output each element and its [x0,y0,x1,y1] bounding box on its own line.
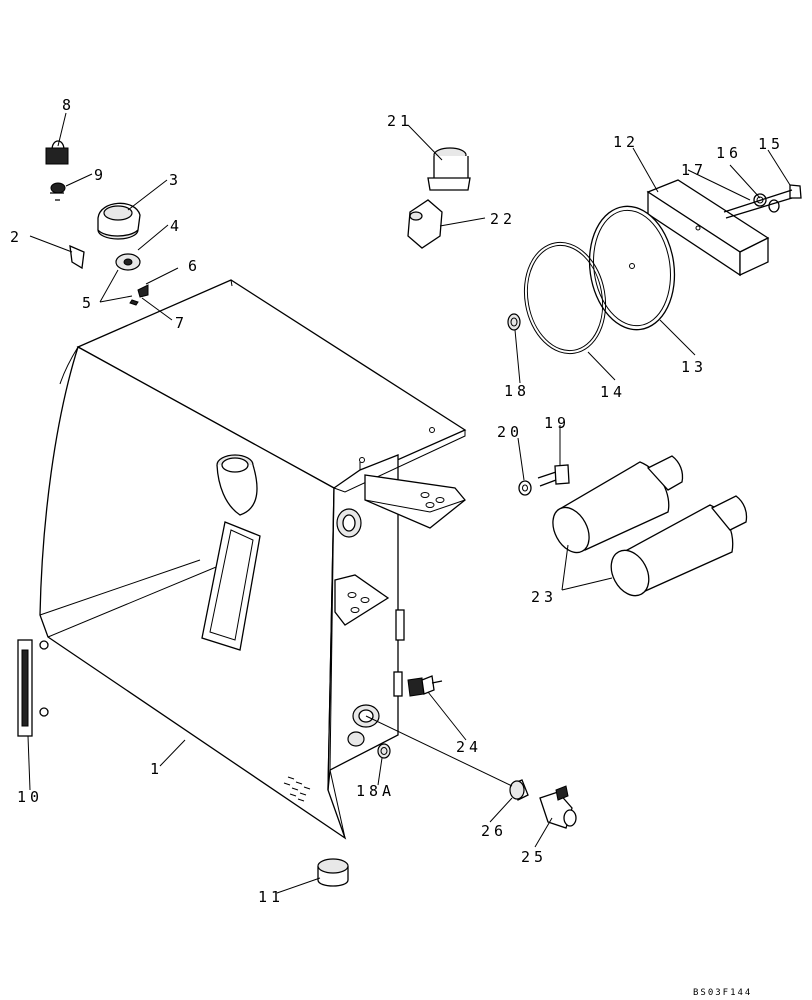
hasp [69,244,85,270]
sight-gauge [17,639,49,737]
label-13: 13 [681,358,707,376]
bolt-19 [537,464,570,487]
key [50,182,66,201]
washer-20 [518,480,532,496]
label-15: 15 [758,135,784,153]
cover-plate [588,205,676,331]
label-22: 22 [490,210,516,228]
fitting-18 [507,313,521,331]
hydraulic-tank [39,279,467,840]
label-6: 6 [188,257,201,275]
label-21: 21 [387,112,413,130]
label-18a: 18A [356,782,395,800]
label-23: 23 [531,588,557,606]
filter-elements [552,455,748,597]
label-12: 12 [613,133,639,151]
gasket-ring [523,241,607,355]
fitting-18a [377,743,391,759]
label-25: 25 [521,848,547,866]
plug-11 [317,858,349,887]
leader-lines [27,112,791,894]
label-7: 7 [175,314,188,332]
label-8: 8 [62,96,75,114]
gasket-4 [115,253,141,271]
label-24: 24 [456,738,482,756]
bolt-washers [723,184,802,219]
label-17: 17 [681,161,707,179]
label-2: 2 [10,228,23,246]
screw-6-7 [129,284,149,306]
label-18: 18 [504,382,530,400]
vent-pattern [283,776,311,802]
label-9: 9 [94,166,107,184]
cover-bar [646,179,770,277]
filler-cap [97,202,141,240]
temperature-sensor [407,675,443,697]
breather-adapter [407,199,443,249]
label-4: 4 [170,217,183,235]
fitting-26 [509,779,529,801]
label-19: 19 [544,414,570,432]
callout-labels: 8 9 3 2 4 6 5 7 10 1 11 21 22 12 17 16 1… [10,96,784,998]
label-20: 20 [497,423,523,441]
label-14: 14 [600,383,626,401]
label-11: 11 [258,888,284,906]
label-16: 16 [716,144,742,162]
drain-valve [539,785,577,829]
label-3: 3 [169,171,182,189]
label-10: 10 [17,788,43,806]
drawing-code: BS03F144 [693,988,752,998]
label-26: 26 [481,822,507,840]
breather [427,147,471,191]
label-5: 5 [82,294,95,312]
label-1: 1 [150,760,163,778]
padlock [45,140,69,165]
